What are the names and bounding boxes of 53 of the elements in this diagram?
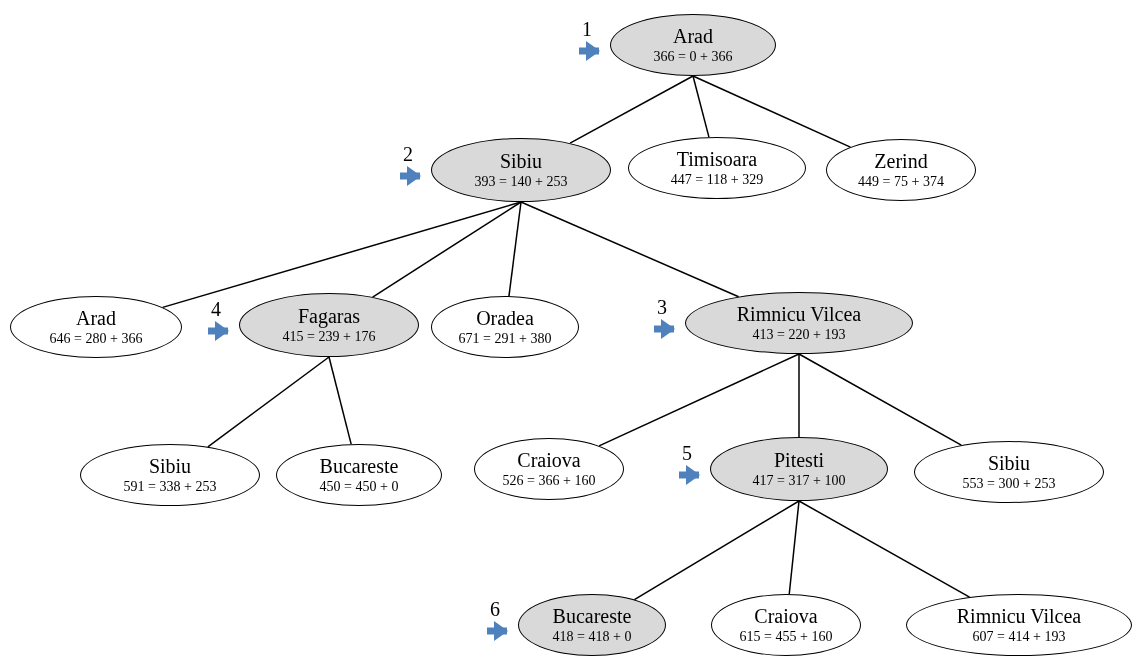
city-name: Craiova [517,448,581,472]
city-name: Bucareste [552,604,632,628]
tree-edge [161,201,522,309]
city-name: Fagaras [297,304,361,328]
tree-edge [788,500,800,595]
tree-edge [633,500,800,601]
cost-formula: 615 = 455 + 160 [739,628,833,646]
cost-formula: 413 = 220 + 193 [752,326,846,344]
step-number: 5 [681,443,693,463]
tree-edge [207,356,330,448]
cost-formula: 393 = 140 + 253 [474,173,568,191]
tree-edge [798,353,800,438]
tree-edge [798,500,971,598]
cost-formula: 671 = 291 + 380 [458,330,552,348]
city-name: Oradea [476,306,534,330]
city-name: Pitesti [774,448,824,472]
city-name: Zerind [874,149,928,173]
tree-edge [569,75,694,144]
cost-formula: 447 = 118 + 329 [670,171,764,189]
cost-formula: 415 = 239 + 176 [282,328,376,346]
tree-edge [798,353,963,446]
tree-edge [520,201,740,298]
step-number: 2 [402,144,414,164]
city-name: Timisoara [676,147,758,171]
tree-edge [692,75,710,138]
city-name: Bucareste [319,454,399,478]
cost-formula: 417 = 317 + 100 [752,472,846,490]
cost-formula: 591 = 338 + 253 [123,478,217,496]
tree-edge [692,75,852,148]
tree-edge [371,201,522,298]
tree-edge [598,353,800,447]
cost-formula: 646 = 280 + 366 [49,330,143,348]
cost-formula: 450 = 450 + 0 [319,478,399,496]
city-name: Rimnicu Vilcea [956,604,1082,628]
tree-edge [328,356,352,445]
cost-formula: 449 = 75 + 374 [858,173,944,191]
cost-formula: 553 = 300 + 253 [962,475,1056,493]
cost-formula: 366 = 0 + 366 [653,48,733,66]
tree-edge [508,201,522,297]
cost-formula: 526 = 366 + 160 [502,472,596,490]
city-name: Sibiu [499,149,543,173]
city-name: Sibiu [148,454,192,478]
city-name: Craiova [754,604,818,628]
cost-formula: 607 = 414 + 193 [972,628,1066,646]
city-name: Sibiu [987,451,1031,475]
step-number: 6 [489,599,501,619]
step-number: 1 [581,19,593,39]
cost-formula: 418 = 418 + 0 [552,628,632,646]
step-number: 4 [210,299,222,319]
city-name: Arad [673,24,713,48]
step-number: 3 [656,297,668,317]
city-name: Arad [76,306,116,330]
city-name: Rimnicu Vilcea [736,302,862,326]
